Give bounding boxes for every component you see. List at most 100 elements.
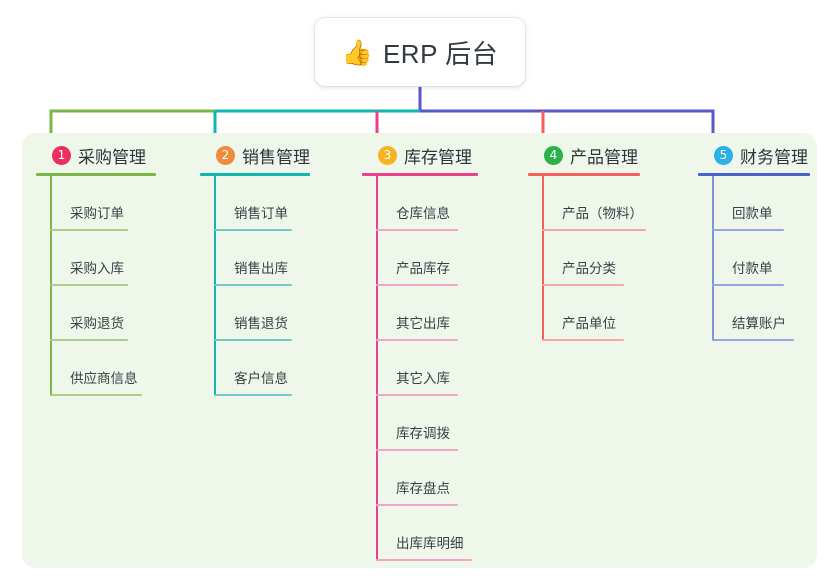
leaf-item[interactable]: 其它入库 — [376, 341, 478, 396]
leaf-rule — [376, 339, 458, 341]
leaf-item[interactable]: 库存调拨 — [376, 396, 478, 451]
branch-title-3: 库存管理 — [404, 147, 472, 167]
leaf-rule — [214, 229, 292, 231]
branch-badge-4: 4 — [544, 145, 563, 165]
branch-title-1: 采购管理 — [78, 147, 146, 167]
leaf-label: 库存调拨 — [396, 426, 450, 441]
leaf-item[interactable]: 产品分类 — [542, 231, 640, 286]
leaf-list-3: 仓库信息产品库存其它出库其它入库库存调拨库存盘点出库库明细 — [362, 176, 478, 561]
leaf-item[interactable]: 产品单位 — [542, 286, 640, 341]
leaf-rule — [376, 504, 458, 506]
leaf-label: 回款单 — [732, 206, 773, 221]
leaf-label: 产品库存 — [396, 261, 450, 276]
branch-badge-5: 5 — [714, 145, 733, 165]
leaf-item[interactable]: 付款单 — [712, 231, 810, 286]
leaf-item[interactable]: 回款单 — [712, 176, 810, 231]
leaf-item[interactable]: 库存盘点 — [376, 451, 478, 506]
branch-rule-2 — [200, 173, 310, 176]
leaf-list-2: 销售订单销售出库销售退货客户信息 — [200, 176, 310, 396]
leaf-rule — [712, 339, 794, 341]
leaf-rule — [376, 284, 458, 286]
leaf-label: 产品（物料） — [562, 206, 643, 221]
leaf-label: 销售退货 — [234, 316, 288, 331]
leaf-rule — [50, 229, 128, 231]
leaf-item[interactable]: 结算账户 — [712, 286, 810, 341]
leaf-label: 出库库明细 — [396, 536, 464, 551]
branch-header-5[interactable]: 5 财务管理 — [698, 143, 810, 167]
branch-title-5: 财务管理 — [740, 147, 808, 167]
leaf-label: 采购订单 — [70, 206, 124, 221]
thumbs-up-icon: 👍 — [341, 37, 373, 67]
leaf-item[interactable]: 产品（物料） — [542, 176, 646, 231]
leaf-label: 销售出库 — [234, 261, 288, 276]
leaf-label: 产品分类 — [562, 261, 616, 276]
leaf-rule — [376, 229, 458, 231]
leaf-label: 仓库信息 — [396, 206, 450, 221]
leaf-spine-3 — [376, 176, 378, 561]
leaf-label: 销售订单 — [234, 206, 288, 221]
leaf-rule — [214, 339, 292, 341]
leaf-rule — [214, 284, 292, 286]
leaf-label: 结算账户 — [732, 316, 786, 331]
leaf-item[interactable]: 其它出库 — [376, 286, 478, 341]
leaf-list-4: 产品（物料） 产品分类产品单位 — [528, 176, 646, 341]
leaf-item[interactable]: 采购退货 — [50, 286, 156, 341]
leaf-item[interactable]: 仓库信息 — [376, 176, 478, 231]
leaf-rule — [712, 284, 784, 286]
leaf-list-5: 回款单付款单结算账户 — [698, 176, 810, 341]
leaf-rule — [542, 339, 624, 341]
leaf-item[interactable]: 出库库明细 — [376, 506, 478, 561]
leaf-label: 供应商信息 — [70, 371, 138, 386]
branch-badge-1: 1 — [52, 145, 71, 165]
branch-column-3: 3 库存管理仓库信息产品库存其它出库其它入库库存调拨库存盘点出库库明细 — [362, 143, 478, 561]
leaf-label: 采购退货 — [70, 316, 124, 331]
leaf-label: 采购入库 — [70, 261, 124, 276]
leaf-spine-2 — [214, 176, 216, 396]
leaf-rule — [214, 394, 292, 396]
leaf-label: 其它入库 — [396, 371, 450, 386]
leaf-item[interactable]: 销售订单 — [214, 176, 310, 231]
leaf-item[interactable]: 销售退货 — [214, 286, 310, 341]
branch-badge-3: 3 — [378, 145, 397, 165]
branch-column-5: 5 财务管理回款单付款单结算账户 — [698, 143, 810, 341]
branch-rule-5 — [698, 173, 810, 176]
leaf-label: 客户信息 — [234, 371, 288, 386]
branch-header-1[interactable]: 1 采购管理 — [36, 143, 156, 167]
root-title: ERP 后台 — [382, 38, 499, 69]
branch-column-4: 4 产品管理产品（物料） 产品分类产品单位 — [528, 143, 646, 341]
leaf-list-1: 采购订单采购入库采购退货供应商信息 — [36, 176, 156, 396]
branch-rule-4 — [528, 173, 640, 176]
leaf-label: 付款单 — [732, 261, 773, 276]
leaf-item[interactable]: 产品库存 — [376, 231, 478, 286]
leaf-rule — [542, 284, 624, 286]
leaf-item[interactable]: 采购订单 — [50, 176, 156, 231]
branches-panel — [22, 133, 817, 568]
leaf-spine-4 — [542, 176, 544, 341]
root-node[interactable]: 👍 ERP 后台 — [315, 18, 525, 86]
leaf-item[interactable]: 销售出库 — [214, 231, 310, 286]
branch-column-1: 1 采购管理采购订单采购入库采购退货供应商信息 — [36, 143, 156, 396]
leaf-item[interactable]: 供应商信息 — [50, 341, 156, 396]
leaf-rule — [542, 229, 646, 231]
branch-badge-2: 2 — [216, 145, 235, 165]
leaf-label: 其它出库 — [396, 316, 450, 331]
branch-rule-3 — [362, 173, 478, 176]
leaf-item[interactable]: 采购入库 — [50, 231, 156, 286]
leaf-rule — [376, 449, 458, 451]
leaf-rule — [50, 284, 128, 286]
leaf-rule — [376, 394, 458, 396]
leaf-spine-5 — [712, 176, 714, 341]
leaf-rule — [50, 339, 128, 341]
leaf-rule — [50, 394, 142, 396]
branch-header-3[interactable]: 3 库存管理 — [362, 143, 478, 167]
leaf-rule — [376, 559, 472, 561]
branch-header-4[interactable]: 4 产品管理 — [528, 143, 640, 167]
branch-title-4: 产品管理 — [570, 147, 638, 167]
leaf-label: 产品单位 — [562, 316, 616, 331]
leaf-item[interactable]: 客户信息 — [214, 341, 310, 396]
leaf-spine-1 — [50, 176, 52, 396]
branch-rule-1 — [36, 173, 156, 176]
